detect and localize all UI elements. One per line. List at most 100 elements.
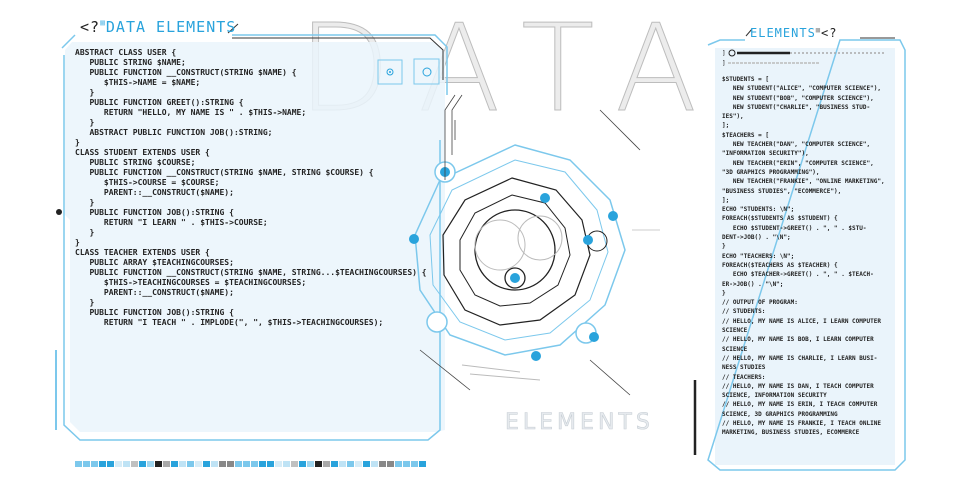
svg-text:]: ]	[722, 50, 726, 57]
color-bar-cell	[323, 461, 330, 467]
code-line: $THIS->NAME = $NAME;	[75, 78, 201, 87]
right-panel-background	[715, 48, 895, 465]
color-bar-cell	[411, 461, 418, 467]
code-line: ABSTRACT PUBLIC FUNCTION JOB():STRING;	[75, 128, 273, 137]
code-line: RETURN "I LEARN " . $THIS->COURSE;	[75, 218, 268, 227]
color-bar-cell	[395, 461, 402, 467]
code-line: PUBLIC FUNCTION __CONSTRUCT(STRING $NAME…	[75, 168, 374, 177]
color-bar-cell	[379, 461, 386, 467]
color-bar-cell	[315, 461, 322, 467]
color-bar-cell	[147, 461, 154, 467]
code-line: NEW TEACHER("DAN", "COMPUTER SCIENCE",	[722, 141, 871, 149]
color-bar-cell	[307, 461, 314, 467]
left-title-text: DATA ELEMENTS	[105, 18, 237, 36]
color-bar-cell	[179, 461, 186, 467]
php-open-tag: <?	[821, 26, 838, 40]
color-bar-cell	[131, 461, 138, 467]
color-bar-cell	[219, 461, 226, 467]
color-bar-cell	[155, 461, 162, 467]
color-bar-cell	[339, 461, 346, 467]
code-line: FOREACH($TEACHERS AS $TEACHER) {	[722, 261, 838, 269]
color-bar-cell	[403, 461, 410, 467]
color-bar-cell	[251, 461, 258, 467]
code-line: // HELLO, MY NAME IS DAN, I TEACH COMPUT…	[722, 382, 874, 390]
code-line: PARENT::__CONSTRUCT($NAME);	[75, 188, 234, 197]
left-panel-background	[65, 42, 445, 432]
right-code-block: $STUDENTS = [ NEW STUDENT("ALICE", "COMP…	[722, 75, 885, 438]
code-line: "3D GRAPHICS PROGRAMMING"),	[722, 168, 820, 176]
code-line: SCIENCE	[722, 327, 748, 335]
code-line: CLASS TEACHER EXTENDS USER {	[75, 248, 210, 257]
code-line: ECHO $TEACHER->GREET() . ", " . $TEACH-	[722, 271, 874, 279]
right-panel-title: ELEMENTS▩<?	[750, 26, 837, 40]
color-bar-cell	[227, 461, 234, 467]
code-line: // STUDENTS:	[722, 308, 766, 316]
code-line: "BUSINESS STUDIES", "ECOMMERCE"),	[722, 187, 842, 195]
color-bar-cell	[275, 461, 282, 467]
code-line: ABSTRACT CLASS USER {	[75, 48, 177, 57]
code-line: }	[722, 289, 726, 297]
color-bar	[75, 461, 426, 467]
left-panel-frame	[61, 34, 448, 441]
color-bar-cell	[299, 461, 306, 467]
color-bar-cell	[107, 461, 114, 467]
color-bar-cell	[419, 461, 426, 467]
left-panel-title: <?▩DATA ELEMENTS	[80, 18, 236, 36]
code-line: NEW TEACHER("FRANKIE", "ONLINE MARKETING…	[722, 178, 885, 186]
code-line: $THIS->TEACHINGCOURSES = $TEACHINGCOURSE…	[75, 278, 307, 287]
code-line: // HELLO, MY NAME IS CHARLIE, I LEARN BU…	[722, 354, 878, 362]
code-line: PUBLIC STRING $COURSE;	[75, 158, 196, 167]
color-bar-cell	[115, 461, 122, 467]
right-title-text: ELEMENTS	[750, 26, 816, 40]
code-line: RETURN "HELLO, MY NAME IS " . $THIS->NAM…	[75, 108, 307, 117]
code-line: RETURN "I TEACH " . IMPLODE(", ", $THIS-…	[75, 318, 384, 327]
code-line: }	[75, 138, 80, 147]
color-bar-cell	[355, 461, 362, 467]
background-elements-lettering: ELEMENTS	[505, 410, 654, 436]
code-line: // TEACHERS:	[722, 373, 766, 381]
color-bar-cell	[187, 461, 194, 467]
color-bar-cell	[195, 461, 202, 467]
color-bar-cell	[203, 461, 210, 467]
code-line: // HELLO, MY NAME IS FRANKIE, I TEACH ON…	[722, 419, 881, 427]
code-line: NEW STUDENT("BOB", "COMPUTER SCIENCE"),	[722, 94, 874, 102]
color-bar-cell	[259, 461, 266, 467]
left-code-block: ABSTRACT CLASS USER { PUBLIC STRING $NAM…	[75, 48, 427, 328]
color-bar-cell	[243, 461, 250, 467]
code-line: $THIS->COURSE = $COURSE;	[75, 178, 220, 187]
code-line: MARKETING, BUSINESS STUDIES, ECOMMERCE	[722, 429, 860, 437]
php-open-tag: <?	[80, 18, 101, 36]
code-line: ECHO "TEACHERS: \N";	[722, 252, 795, 260]
color-bar-cell	[123, 461, 130, 467]
color-bar-cell	[267, 461, 274, 467]
code-line: SCIENCE, INFORMATION SECURITY	[722, 392, 827, 400]
code-line: // HELLO, MY NAME IS ERIN, I TEACH COMPU…	[722, 401, 878, 409]
grid-icon: ▩	[100, 18, 106, 27]
color-bar-cell	[75, 461, 82, 467]
code-line: NESS STUDIES	[722, 364, 766, 372]
grid-icon: ▩	[815, 26, 822, 34]
code-line: IES"),	[722, 113, 744, 121]
color-bar-cell	[291, 461, 298, 467]
code-line: }	[75, 118, 95, 127]
code-line: }	[75, 88, 95, 97]
code-line: PUBLIC FUNCTION __CONSTRUCT(STRING $NAME…	[75, 268, 427, 277]
color-bar-cell	[171, 461, 178, 467]
right-panel-frame	[707, 39, 906, 471]
code-line: PUBLIC STRING $NAME;	[75, 58, 186, 67]
color-bar-cell	[331, 461, 338, 467]
code-line: SCIENCE	[722, 345, 748, 353]
color-bar-cell	[371, 461, 378, 467]
code-line: }	[75, 298, 95, 307]
code-line: }	[75, 238, 80, 247]
code-line: ECHO $STUDENT->GREET() . ", " . $STU-	[722, 224, 867, 232]
color-bar-cell	[163, 461, 170, 467]
code-line: PUBLIC FUNCTION JOB():STRING {	[75, 208, 234, 217]
code-line: ECHO "STUDENTS: \N";	[722, 206, 795, 214]
code-line: PUBLIC FUNCTION GREET():STRING {	[75, 98, 244, 107]
code-line: // HELLO, MY NAME IS BOB, I LEARN COMPUT…	[722, 336, 874, 344]
code-line: // HELLO, MY NAME IS ALICE, I LEARN COMP…	[722, 317, 881, 325]
code-line: CLASS STUDENT EXTENDS USER {	[75, 148, 210, 157]
code-line: ER->JOB() . "\N";	[722, 280, 784, 288]
color-bar-cell	[91, 461, 98, 467]
